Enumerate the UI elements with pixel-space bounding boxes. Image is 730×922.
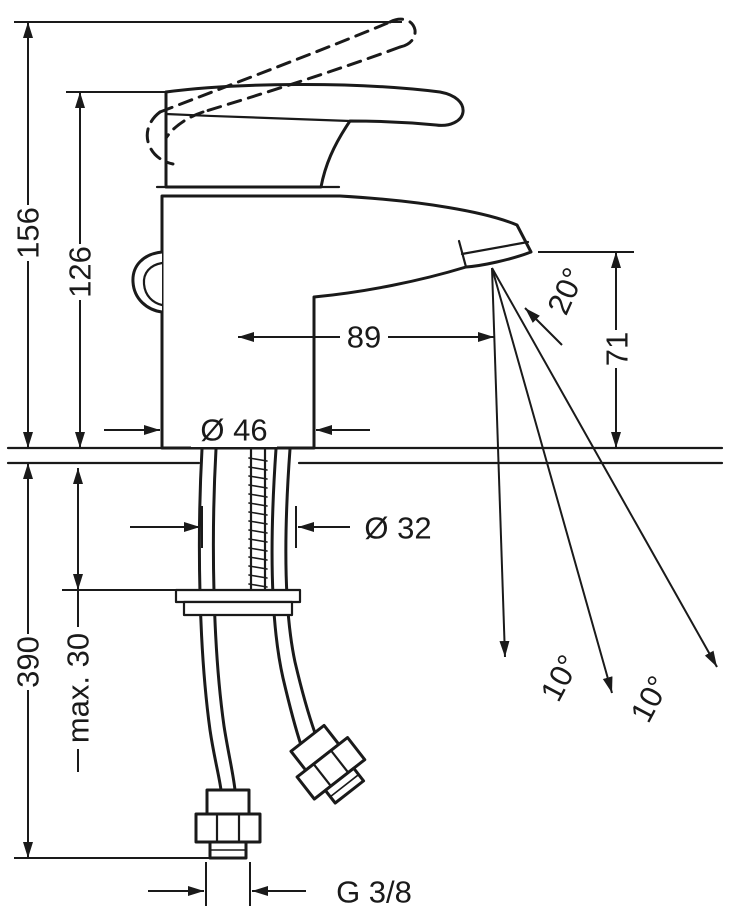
dim-hose-length: 390 bbox=[11, 463, 232, 859]
connector-left-hex bbox=[194, 812, 262, 844]
dim-label-outlet-height: 71 bbox=[600, 332, 635, 366]
label-bg bbox=[11, 205, 45, 261]
label-bg bbox=[330, 875, 418, 909]
mounting-nut bbox=[182, 600, 294, 617]
handle-lever-raised-dashed bbox=[145, 17, 417, 166]
faucet-body-outline bbox=[160, 194, 533, 450]
threaded-rod-threads bbox=[248, 457, 268, 588]
handle-hook-outer bbox=[131, 250, 163, 314]
dim-hole-diameter: Ø 32 bbox=[130, 506, 432, 548]
aerator-detail bbox=[457, 239, 530, 269]
dashed-handle-top-edge bbox=[158, 20, 392, 114]
mounting-washer bbox=[174, 588, 302, 604]
hose-right-edge-1 bbox=[270, 447, 303, 747]
hose-right-edge-2 bbox=[284, 447, 317, 735]
water-stream-line-3 bbox=[491, 267, 718, 668]
label-bg bbox=[11, 634, 45, 690]
spray-angle-arrow bbox=[524, 307, 563, 346]
dim-cone-angle-1: 10° bbox=[532, 646, 588, 710]
water-stream-line-2 bbox=[491, 267, 613, 694]
handle-hook-inner bbox=[142, 261, 164, 307]
dim-total-height: 156 bbox=[11, 21, 402, 448]
handle-lever bbox=[164, 82, 465, 189]
label-bg bbox=[63, 244, 97, 300]
handle-lever-underside-line bbox=[164, 112, 352, 123]
dim-label-height-to-handle: 126 bbox=[63, 246, 98, 298]
dashed-handle-rear-arc bbox=[145, 110, 175, 166]
dim-max-deck-thickness: max. 30 bbox=[61, 468, 178, 772]
label-bg bbox=[600, 330, 634, 368]
dim-base-diameter: Ø 46 bbox=[104, 413, 370, 448]
dim-label-hose-length: 390 bbox=[11, 636, 46, 688]
dim-label-spout-reach: 89 bbox=[347, 320, 381, 355]
connector-right-hex-facet-1 bbox=[312, 762, 332, 788]
connector-right-thread-line bbox=[329, 773, 360, 798]
hose-left-edge-1 bbox=[197, 447, 223, 792]
hose-left-edge-2 bbox=[211, 447, 237, 792]
below-counter-assembly bbox=[174, 447, 367, 860]
label-bg bbox=[191, 413, 277, 447]
label-bg bbox=[340, 320, 388, 354]
label-bg bbox=[622, 667, 678, 731]
label-bg bbox=[61, 627, 95, 749]
dim-label-total-height: 156 bbox=[11, 207, 46, 259]
dashed-handle-rear-lower bbox=[164, 110, 205, 140]
label-bg bbox=[539, 259, 593, 323]
dashed-handle-bottom-edge bbox=[201, 45, 402, 114]
counter-surface bbox=[6, 446, 724, 465]
dim-label-hole-diameter: Ø 32 bbox=[364, 511, 431, 546]
dim-height-to-handle: 126 bbox=[63, 91, 170, 448]
dim-outlet-height: 71 bbox=[538, 251, 635, 448]
dim-connection-thread: G 3/8 bbox=[148, 862, 418, 910]
dim-label-max-deck-thickness: max. 30 bbox=[61, 633, 96, 743]
connector-right-hex-facet-2 bbox=[329, 749, 350, 774]
supply-hose-left bbox=[197, 447, 237, 792]
dashed-handle-tip bbox=[388, 17, 417, 49]
hose-connector-left bbox=[194, 788, 262, 860]
dim-label-connection-thread: G 3/8 bbox=[336, 875, 412, 910]
supply-hose-right bbox=[270, 447, 317, 747]
threaded-rod bbox=[248, 447, 268, 593]
label-bg bbox=[532, 646, 588, 710]
dim-cone-angle-2: 10° bbox=[622, 667, 678, 731]
hose-connector-right bbox=[289, 723, 367, 805]
faucet-above-counter bbox=[131, 17, 533, 450]
dim-spray-angle: 20° bbox=[524, 259, 593, 346]
dim-label-base-diameter: Ø 46 bbox=[200, 413, 267, 448]
dim-spout-reach: 89 bbox=[238, 320, 494, 355]
connector-left-collar bbox=[205, 788, 251, 816]
